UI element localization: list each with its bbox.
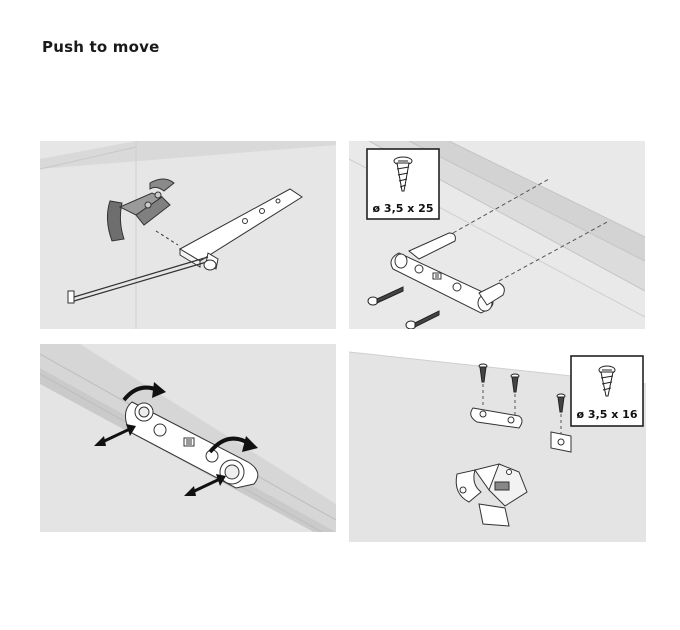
page-title: Push to move: [42, 38, 160, 56]
illustration-panel-hinge-plate: ø 3,5 x 16: [349, 344, 646, 542]
screw-size-label: ø 3,5 x 16: [577, 408, 638, 421]
hinge-cup-icon: [106, 178, 175, 242]
screw-icon: [598, 365, 616, 397]
hinge-icon: [455, 463, 528, 527]
move-arrow-icon: [94, 424, 226, 496]
screw-icon: [556, 393, 566, 413]
screw-icon: [405, 310, 440, 329]
illustration-panel-mounting-plate: ø 3,5 x 25: [349, 141, 645, 329]
adjusting-plate-icon: [125, 401, 259, 489]
illustration-panel-adjust: [40, 344, 336, 532]
screw-icon: [367, 286, 404, 306]
screw-size-label: ø 3,5 x 25: [373, 202, 434, 215]
hinge-arm-icon: [67, 188, 303, 304]
illustration-panel-hinge-arm: [40, 141, 336, 329]
screw-icon: [393, 156, 413, 192]
rotate-arrows-icon: [122, 382, 258, 454]
mounting-plate-icon: [390, 232, 505, 314]
hinge-plate-icon: [470, 407, 572, 453]
screw-icon: [510, 373, 520, 393]
screw-icon: [478, 363, 488, 383]
